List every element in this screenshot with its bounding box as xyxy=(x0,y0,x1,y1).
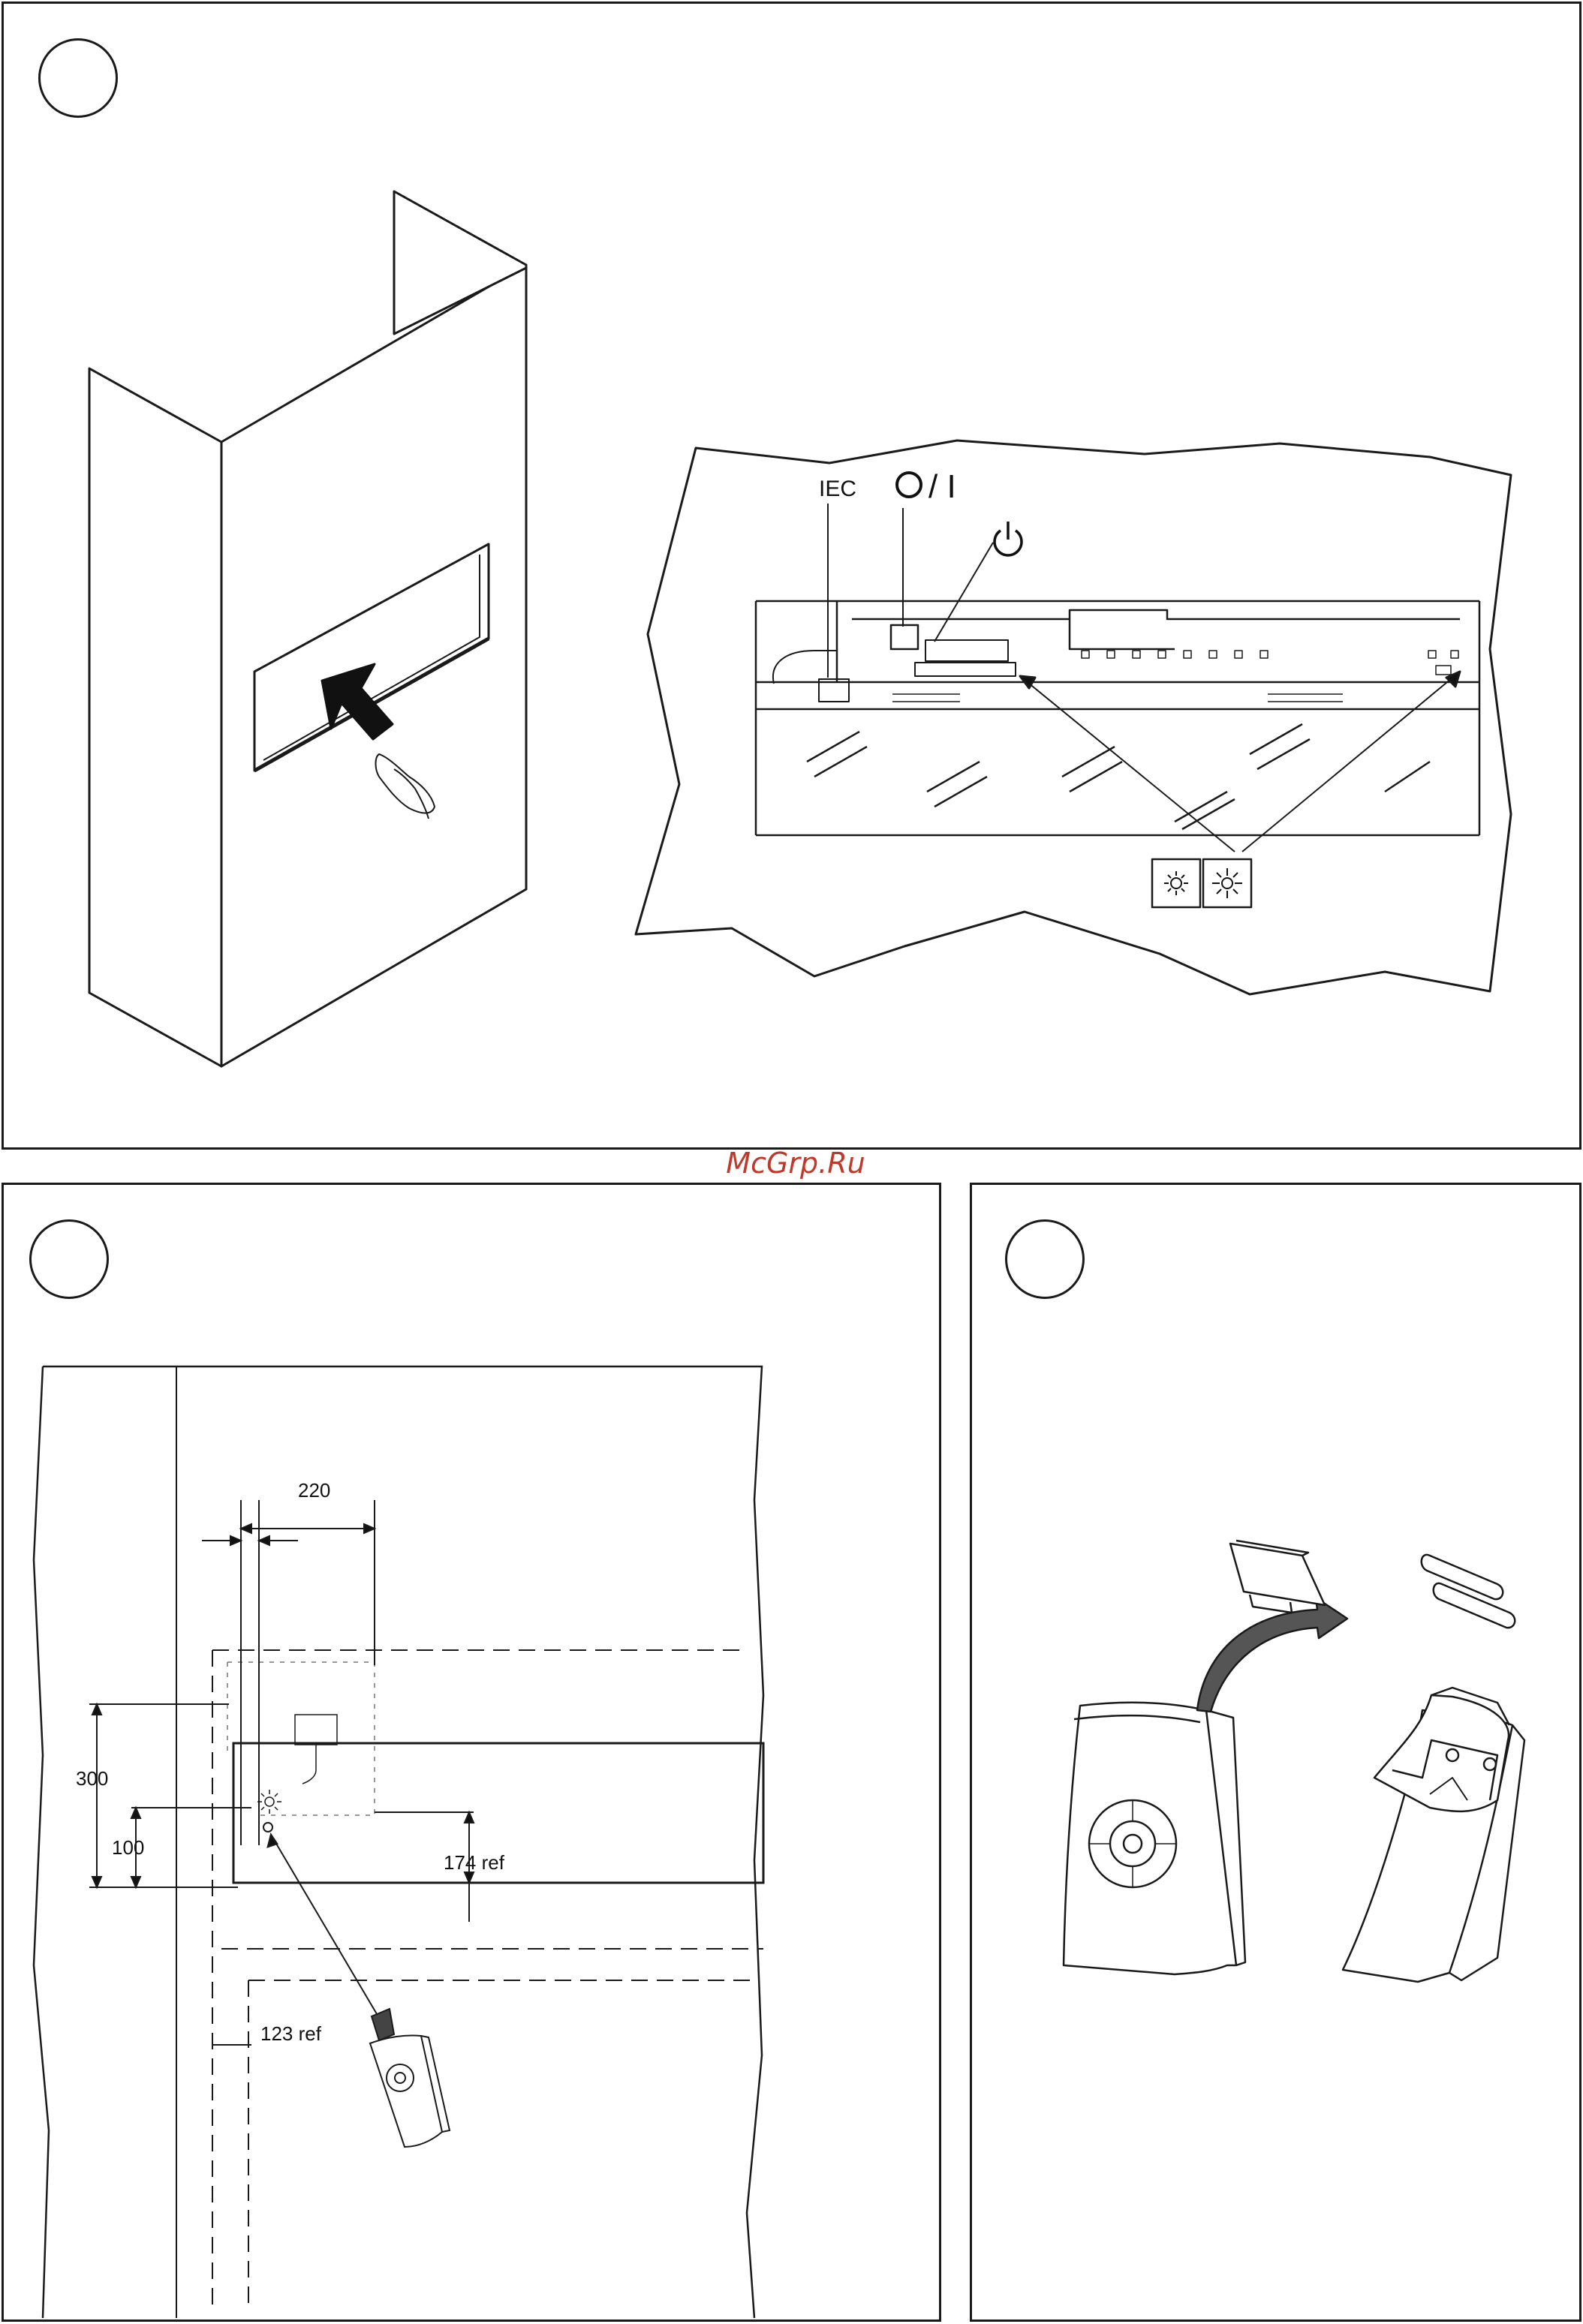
panel-step-3 xyxy=(970,1183,1581,2322)
battery-cover-icon xyxy=(1230,1541,1325,1613)
dimension-drawing: 220 300 100 174 ref 123 ref xyxy=(4,1185,943,2324)
panel-step-2: 220 300 100 174 ref 123 ref xyxy=(2,1183,941,2322)
ir-sensor xyxy=(263,1823,272,1832)
remote-control-small xyxy=(370,2009,450,2147)
panel-step-1: IEC / I xyxy=(2,2,1581,1150)
curved-arrow-icon xyxy=(1197,1598,1347,1712)
dim-width-220: 220 xyxy=(298,1479,330,1502)
remote-control-icon xyxy=(1064,1703,1245,1974)
light-icon xyxy=(257,1790,281,1814)
dim-height-300: 300 xyxy=(76,1767,108,1790)
cabinet-illustration xyxy=(89,191,526,1066)
battery-icon xyxy=(1422,1555,1515,1628)
detail-zoom xyxy=(636,440,1511,994)
dim-123-ref: 123 ref xyxy=(260,2022,322,2045)
installation-drawing-top: IEC / I xyxy=(4,4,1583,1152)
battery-drawing xyxy=(972,1185,1583,2324)
label-iec: IEC xyxy=(819,477,856,501)
dim-174-ref: 174 ref xyxy=(444,1851,505,1874)
label-onoff: / I xyxy=(928,468,956,505)
dim-height-100: 100 xyxy=(112,1836,144,1859)
remote-control-back xyxy=(1343,1688,1524,1982)
